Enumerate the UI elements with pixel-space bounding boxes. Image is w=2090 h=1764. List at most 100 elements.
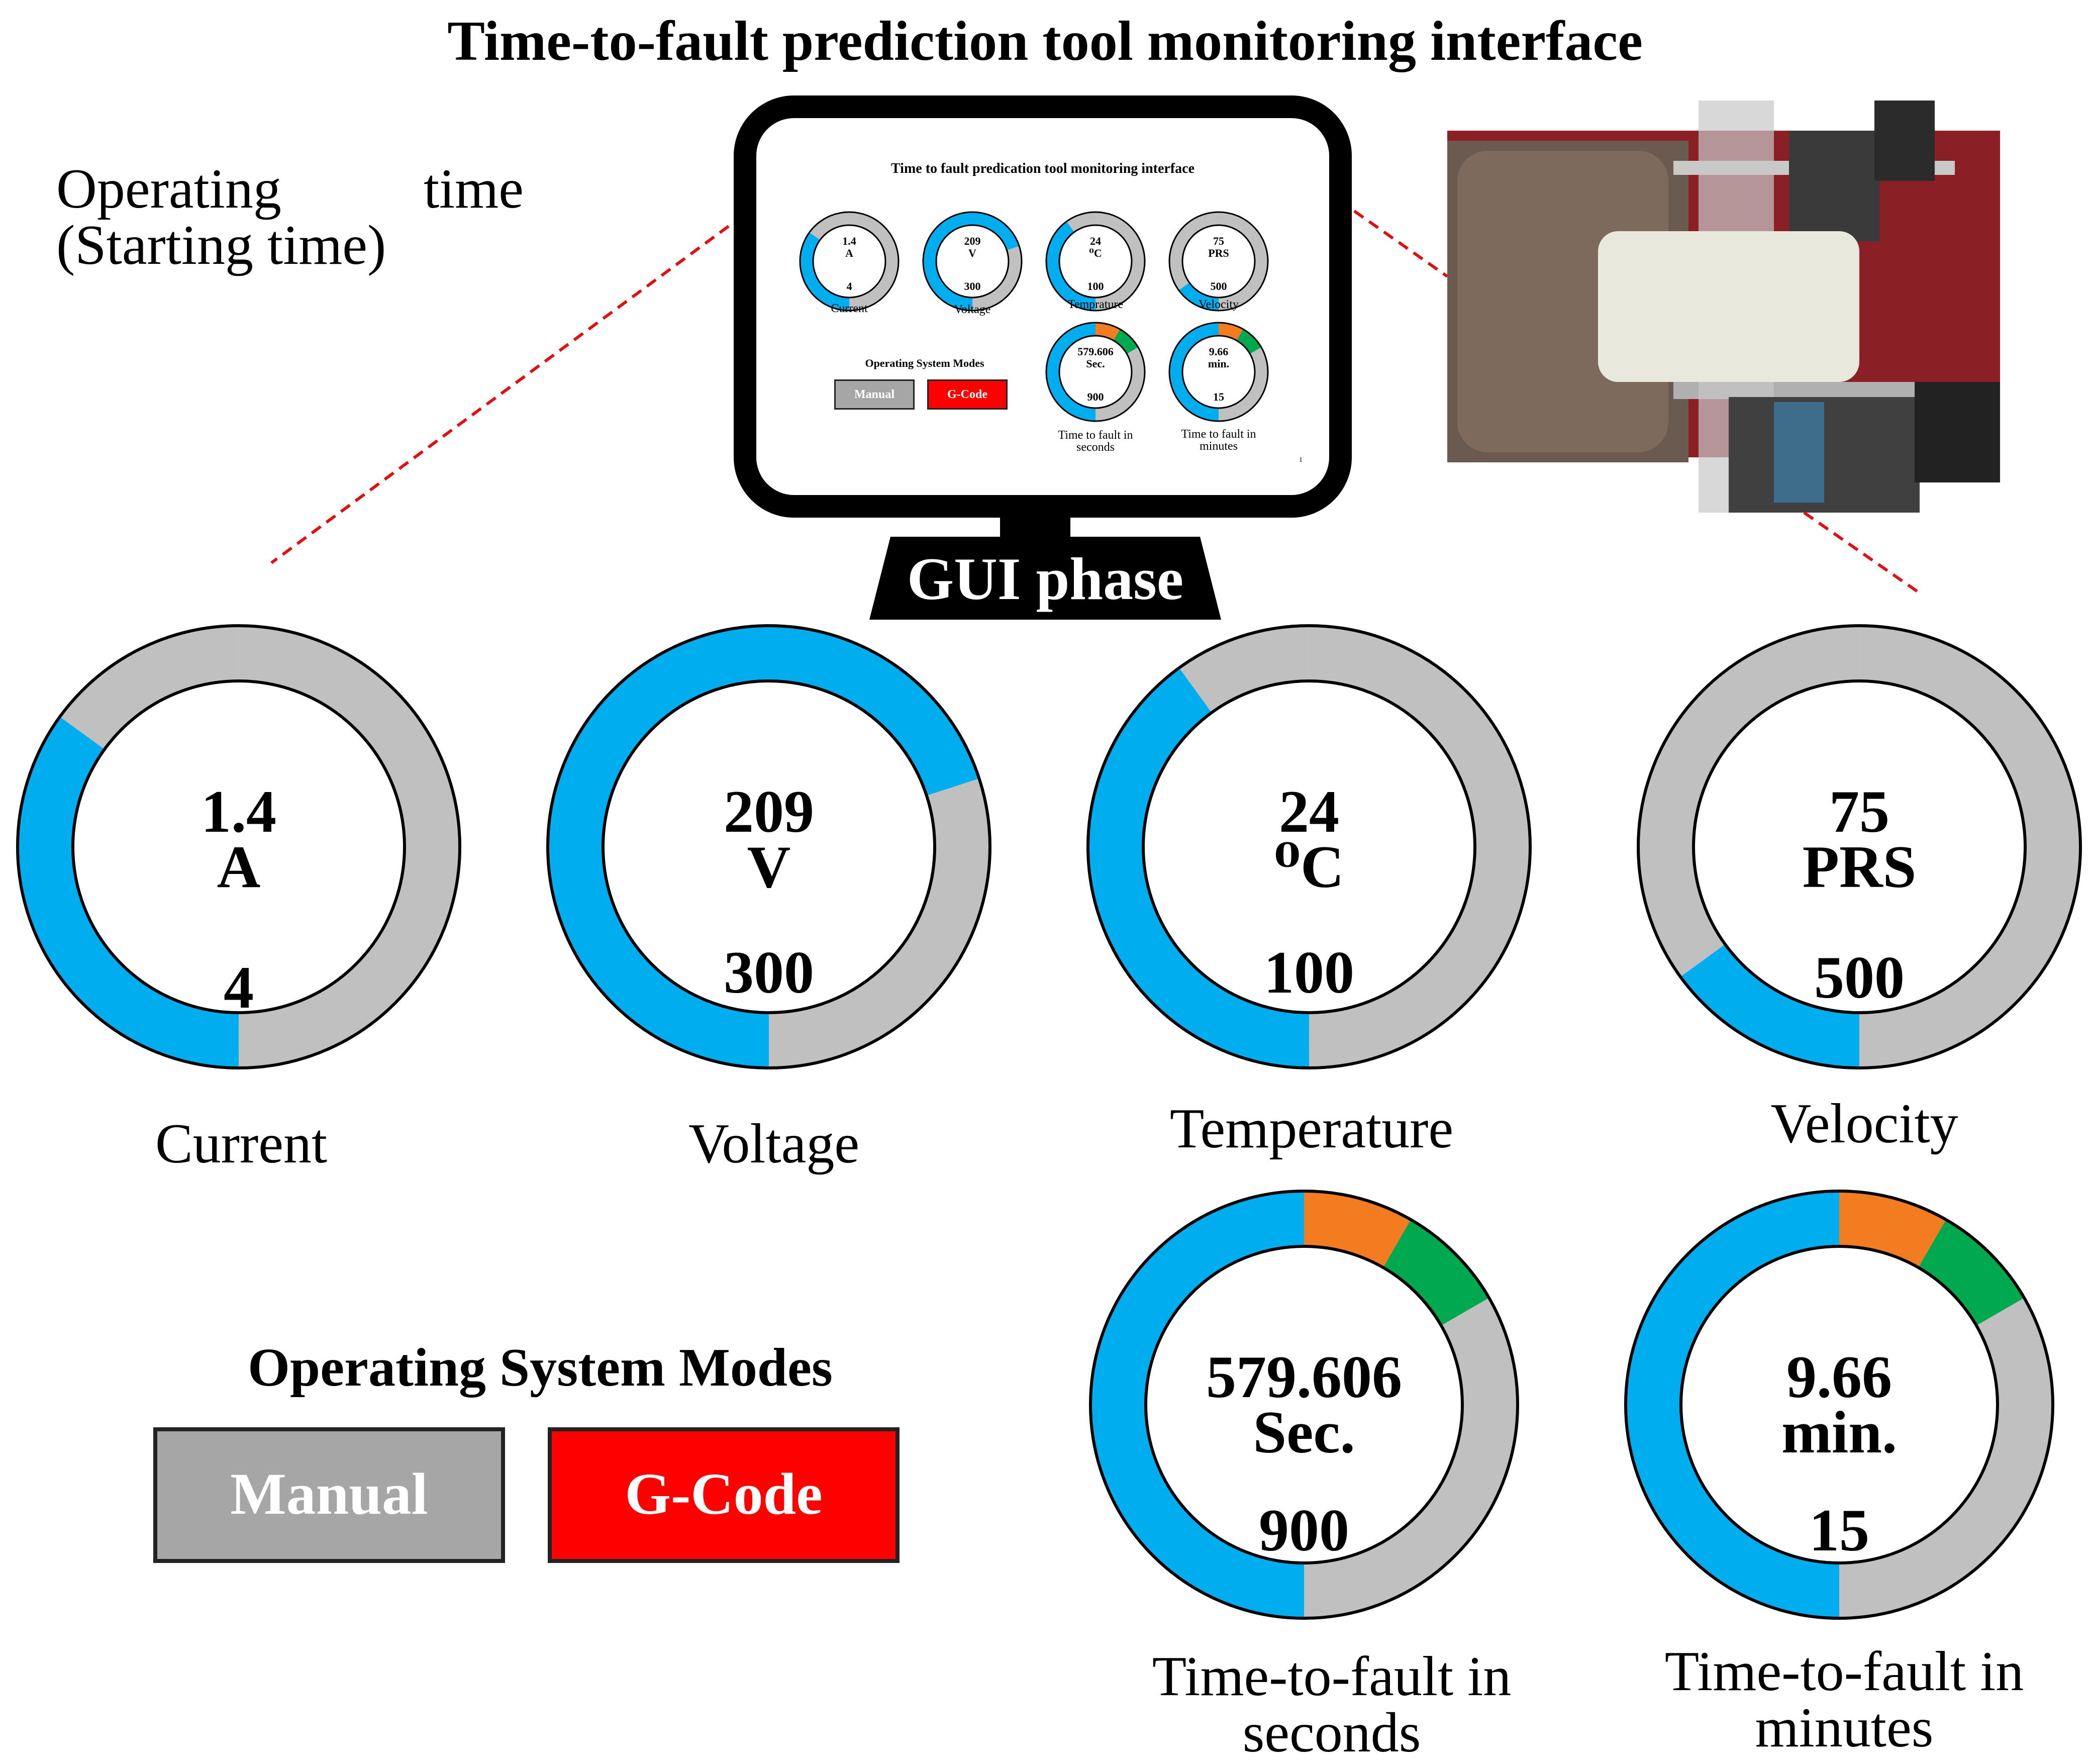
screen-gauge-unit: Sec. — [1086, 357, 1105, 370]
gauge-voltage: 209 V 300 — [545, 623, 992, 1070]
gauge-fault-seconds: 579.606 Sec. 900 — [1088, 1189, 1520, 1621]
screen-label-velocity: Velocity — [1199, 298, 1239, 311]
gauge-outer-border — [922, 211, 1023, 312]
gauge-value: 209 — [724, 778, 814, 845]
gauge-label-seconds: Time-to-fault in seconds — [1080, 1648, 1583, 1761]
screen-gauges-svg — [799, 211, 1269, 422]
screen-gauge-voltage: 209 V 300 — [922, 211, 1023, 312]
page-title: Time-to-fault prediction tool monitoring… — [447, 10, 1643, 72]
screen-label-line: minutes — [1200, 440, 1238, 453]
gauge-max: 900 — [1259, 1497, 1349, 1563]
screen-label-seconds: Time to fault in seconds — [1035, 429, 1156, 453]
gauge-label-velocity: Velocity — [1770, 1093, 1958, 1155]
monitor-screen: Time to fault predication tool monitorin… — [754, 116, 1332, 498]
screen-gauge-max: 100 — [1087, 280, 1104, 292]
machine-photo — [1447, 101, 2000, 513]
gauge-value: 1.4 — [201, 778, 276, 845]
gauge-outer-border — [1637, 624, 2082, 1069]
gcode-mode-button[interactable]: G-Code — [548, 1427, 900, 1563]
label-line-2: minutes — [1755, 1697, 1934, 1759]
manual-mode-button[interactable]: Manual — [153, 1427, 505, 1563]
gauge-fault-minutes: 9.66 min. 15 — [1623, 1189, 2055, 1621]
screen-gcode-button: G-Code — [927, 379, 1008, 410]
gauge-value-arc — [1046, 221, 1096, 311]
screen-gauge-value: 24 — [1090, 235, 1101, 247]
screen-gauge-value: 579.606 — [1077, 345, 1114, 358]
gauge-value: 9.66 — [1786, 1343, 1892, 1410]
gauge-unit: A — [217, 833, 261, 900]
gauge-outer-border — [1086, 624, 1532, 1069]
gauge-current: 1.4 A 4 — [15, 623, 462, 1070]
gauge-ok-arc — [1918, 1219, 2025, 1326]
label-line-1: Time-to-fault in — [1664, 1640, 2024, 1703]
gauge-value-arc — [548, 626, 979, 1068]
screen-gauge-value: 9.66 — [1209, 345, 1229, 358]
screen-label-voltage: Voltage — [954, 303, 991, 316]
screen-gauge-seconds: 579.606 Sec. 900 — [1045, 322, 1146, 422]
gauge-outer-border — [1624, 1190, 2054, 1620]
screen-gauge-current: 1.4 A 4 — [799, 211, 900, 312]
gauge-unit: V — [747, 833, 791, 900]
screen-gauge-max: 4 — [846, 280, 852, 292]
modes-title: Operating System Modes — [248, 1338, 833, 1398]
gauge-ok-arc — [1113, 329, 1138, 354]
gauge-label-current: Current — [155, 1113, 328, 1175]
screen-title: Time to fault predication tool monitorin… — [891, 161, 1195, 176]
gauge-value-arc — [1680, 944, 1860, 1068]
screen-gauge-unit: ⁰C — [1089, 247, 1102, 259]
gauge-max: 300 — [724, 939, 814, 1006]
gauge-inner-border — [1181, 335, 1256, 409]
gui-phase-stand: GUI phase — [869, 537, 1221, 620]
screen-label-temperature: Temprature — [1067, 298, 1124, 311]
screen-gauge-unit: min. — [1208, 357, 1230, 370]
gauge-value-arc — [1088, 668, 1310, 1068]
gauge-ok-arc — [1382, 1219, 1489, 1326]
callout-line-photo — [1353, 210, 1448, 278]
gauge-inner-border — [935, 224, 1010, 299]
gauge-outer-border — [799, 211, 900, 312]
gauge-value-arc — [923, 212, 1020, 311]
gauge-outer-border — [1045, 322, 1146, 422]
gauge-temperature: 24 ⁰C 100 — [1085, 623, 1533, 1070]
gauge-inner-border — [1058, 335, 1133, 409]
operating-time-word1: Operating — [56, 158, 281, 220]
screen-gauge-value: 75 — [1213, 235, 1224, 247]
gauge-unit: ⁰C — [1274, 833, 1344, 900]
screen-label-line: Time to fault in — [1058, 429, 1133, 442]
gauge-inner-border — [1144, 1245, 1464, 1564]
operating-time-line1: Operating time — [56, 161, 524, 217]
gauge-value: 75 — [1829, 778, 1889, 845]
callout-line-left — [270, 225, 730, 564]
screen-gauge-value: 1.4 — [842, 235, 856, 247]
screen-manual-button: Manual — [834, 379, 915, 410]
screen-gauge-temperature: 24 ⁰C 100 — [1045, 211, 1146, 312]
label-line-1: Time-to-fault in — [1152, 1645, 1512, 1708]
label-line-2: seconds — [1242, 1702, 1421, 1764]
screen-gauge-velocity: 75 PRS 500 — [1168, 211, 1269, 312]
operating-time-label: Operating time (Starting time) — [56, 161, 524, 273]
gauge-unit: min. — [1781, 1399, 1898, 1465]
screen-gauge-unit: A — [845, 247, 853, 259]
gauge-outer-border — [1045, 211, 1146, 312]
screen-gauge-max: 500 — [1210, 280, 1227, 292]
gauge-outer-border — [1168, 322, 1269, 422]
gauge-value-arc — [18, 717, 239, 1068]
gauge-label-minutes: Time-to-fault in minutes — [1608, 1643, 2080, 1756]
gauge-warning-arc — [1839, 1191, 1946, 1268]
screen-gauge-max: 300 — [964, 280, 981, 292]
gauge-inner-border — [812, 224, 886, 299]
gauge-inner-border — [602, 679, 936, 1014]
gauge-value: 579.606 — [1206, 1343, 1402, 1410]
gauge-ok-arc — [1236, 329, 1261, 354]
screen-modes-title: Operating System Modes — [865, 357, 984, 369]
gauge-inner-border — [71, 679, 406, 1014]
gauge-velocity: 75 PRS 500 — [1636, 623, 2083, 1070]
gauge-label-temperature: Temperature — [1169, 1098, 1454, 1160]
screen-gauge-max: 15 — [1213, 390, 1224, 403]
screen-page-number: 1 — [1299, 456, 1303, 464]
screen-gauge-value: 209 — [964, 235, 981, 247]
gauge-inner-border — [1679, 1245, 1999, 1564]
operating-time-line2: (Starting time) — [56, 214, 386, 276]
screen-label-line: seconds — [1076, 441, 1115, 454]
